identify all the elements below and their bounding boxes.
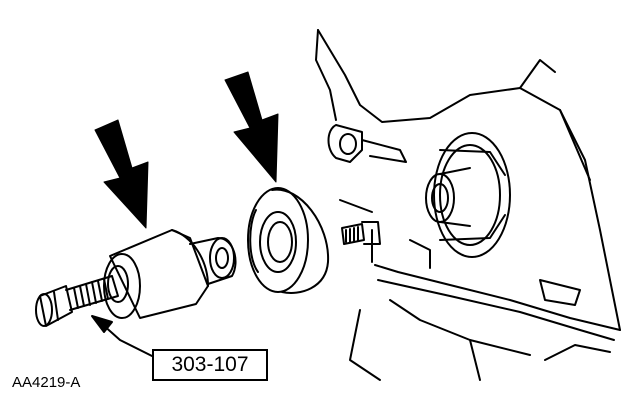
down-arrow-icon (94, 119, 149, 229)
housing-stud (341, 221, 381, 245)
tool-number-label: 303-107 (171, 353, 249, 376)
tool-number-callout: 303-107 (152, 349, 268, 381)
seal-installer-tool (35, 229, 237, 327)
leader-arrow-icon (91, 315, 153, 357)
down-arrow-icon (224, 71, 279, 183)
crankshaft-bore (425, 132, 511, 258)
engine-housing (315, 29, 621, 381)
figure-id-label: AA4219-A (12, 374, 81, 391)
crankshaft-seal (247, 187, 330, 294)
housing-lug (327, 124, 407, 163)
